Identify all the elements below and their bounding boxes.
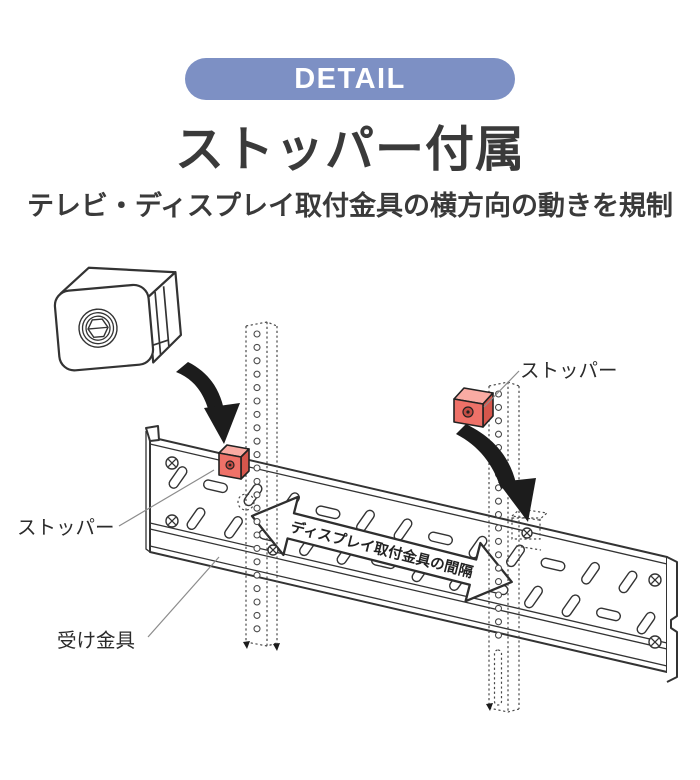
detail-badge: DETAIL: [185, 58, 515, 100]
page-subtitle: テレビ・ディスプレイ取付金具の横方向の動きを規制: [26, 191, 674, 221]
install-arrow-left-icon: [176, 362, 240, 444]
stopper-attachment-diagram: ディスプレイ取付金具の間隔: [17, 266, 678, 713]
leader-stopper-right: [483, 370, 520, 408]
leader-receiver: [147, 556, 220, 638]
stopper-mounted-illustration: [218, 444, 250, 480]
label-stopper-left: ストッパー: [17, 517, 115, 539]
label-stopper-right: ストッパー: [520, 360, 618, 382]
label-receiver-bracket: 受け金具: [57, 630, 135, 652]
stopper-ghost-position: [510, 508, 549, 551]
install-arrow-right-icon: [456, 424, 536, 522]
page-title: ストッパー付属: [174, 123, 525, 177]
display-bracket-left-illustration: [237, 321, 280, 651]
screw-heads: [165, 456, 662, 649]
stopper-floating-illustration: [453, 387, 494, 428]
bracket-holes-left: [253, 330, 261, 633]
stopper-closeup-illustration: [53, 266, 183, 372]
hex-socket-screw-icon: [78, 308, 118, 348]
leader-stopper-left: [118, 469, 215, 527]
